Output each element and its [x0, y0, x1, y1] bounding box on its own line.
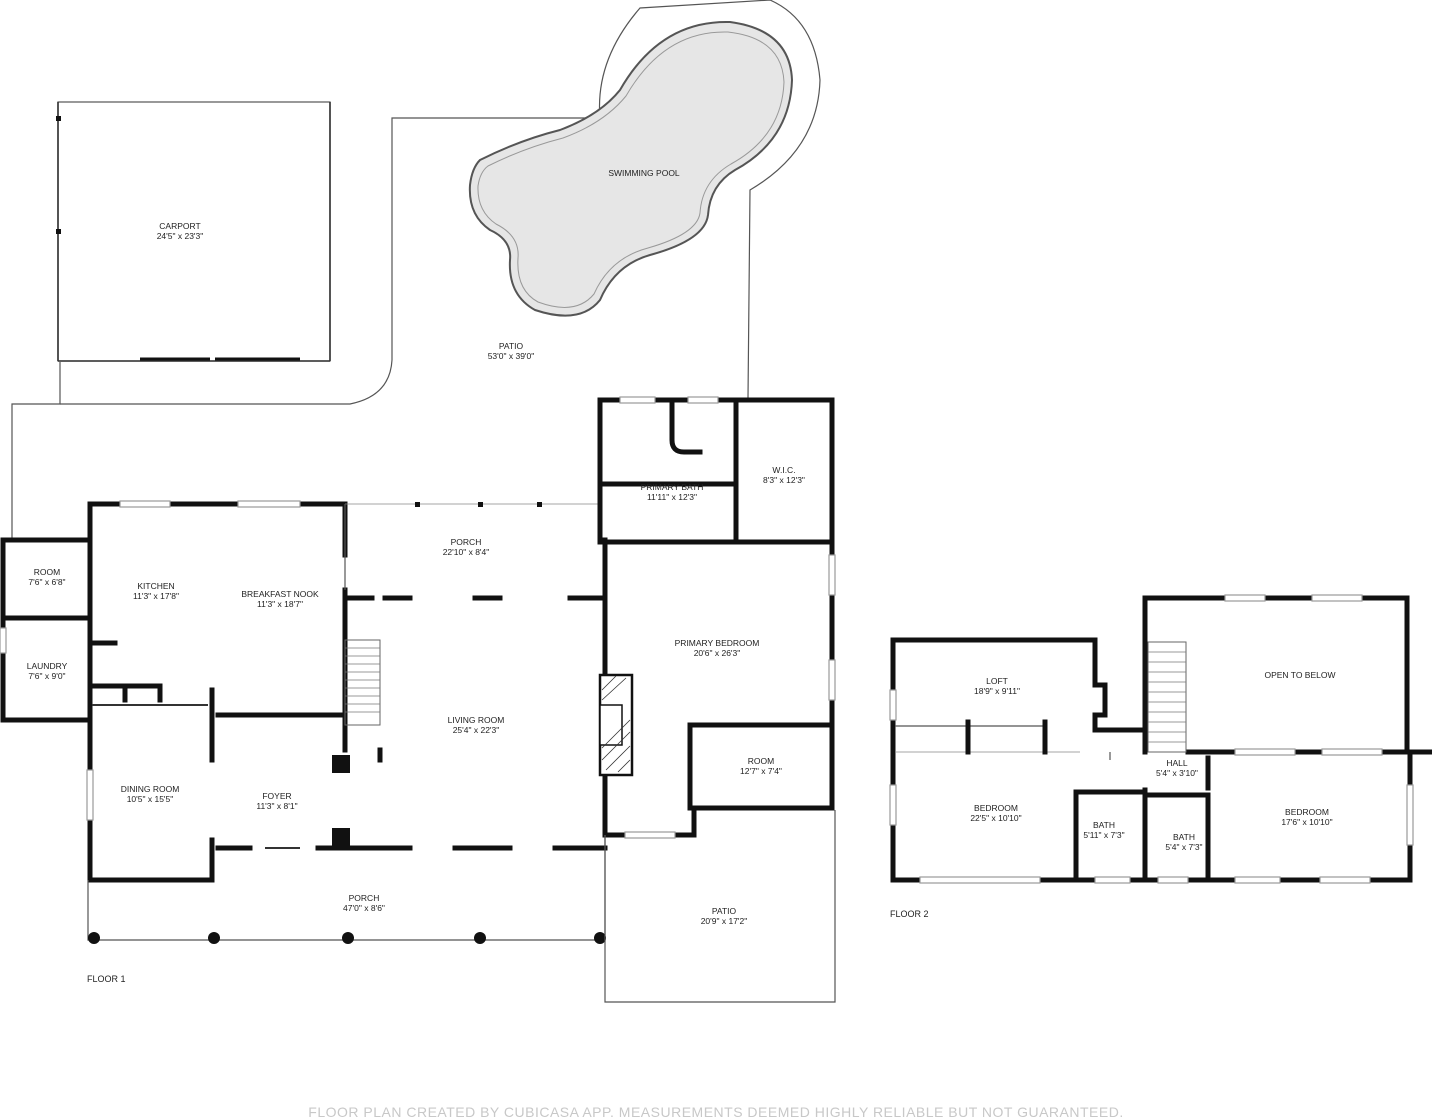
swimming-pool [468, 20, 794, 317]
back-porch-label: PORCH [451, 537, 482, 547]
bath-1-label: BATH [1093, 820, 1115, 830]
floor2-walls [889, 594, 1432, 884]
side-patio [604, 810, 836, 1003]
bedroom-left-label: BEDROOM [974, 803, 1018, 813]
floor1-label: FLOOR 1 [87, 974, 126, 984]
stairs-floor1 [344, 639, 381, 726]
bedroom-left-dims: 22'5" x 10'10" [970, 813, 1021, 823]
bedroom-right-dims: 17'6" x 10'10" [1281, 817, 1332, 827]
foyer-label: FOYER [262, 791, 291, 801]
primary-bedroom-dims: 20'6" x 26'3" [694, 648, 741, 658]
back-porch [344, 502, 542, 590]
front-porch [87, 835, 606, 944]
laundry-dims: 7'6" x 9'0" [28, 671, 65, 681]
wic-dims: 8'3" x 12'3" [763, 475, 805, 485]
carport-label: CARPORT [159, 221, 200, 231]
footer-disclaimer: FLOOR PLAN CREATED BY CUBICASA APP. MEAS… [308, 1104, 1123, 1120]
kitchen-label: KITCHEN [137, 581, 174, 591]
bedroom-right-label: BEDROOM [1285, 807, 1329, 817]
stairs-floor2 [1147, 641, 1187, 753]
kitchen-dims: 11'3" x 17'8" [133, 591, 179, 601]
side-patio-label: PATIO [712, 906, 737, 916]
mid-room-label: ROOM [748, 756, 774, 766]
bath-2-label: BATH [1173, 832, 1195, 842]
open-to-below-label: OPEN TO BELOW [1264, 670, 1335, 680]
foyer-dims: 11'3" x 8'1" [256, 801, 297, 811]
primary-bedroom-label: PRIMARY BEDROOM [675, 638, 760, 648]
breakfast-nook-dims: 11'3" x 18'7" [257, 599, 303, 609]
wic-label: W.I.C. [772, 465, 795, 475]
room-labels: CARPORT 24'5" x 23'3" SWIMMING POOL PATI… [27, 168, 1336, 926]
floor2-label: FLOOR 2 [890, 909, 929, 919]
hall-dims: 5'4" x 3'10" [1156, 768, 1198, 778]
dining-room-dims: 10'5" x 15'5" [127, 794, 174, 804]
breakfast-nook-label: BREAKFAST NOOK [241, 589, 319, 599]
pool-label: SWIMMING POOL [608, 168, 680, 178]
primary-bath-dims: 11'11" x 12'3" [647, 492, 697, 502]
back-patio-dims: 53'0" x 39'0" [488, 351, 535, 361]
front-porch-dims: 47'0" x 8'6" [343, 903, 385, 913]
front-porch-label: PORCH [349, 893, 380, 903]
carport-area [56, 101, 331, 362]
dining-room-label: DINING ROOM [121, 784, 180, 794]
carport-dims: 24'5" x 23'3" [157, 231, 204, 241]
back-porch-dims: 22'10" x 8'4" [443, 547, 490, 557]
mid-room-dims: 12'7" x 7'4" [740, 766, 782, 776]
small-room-dims: 7'6" x 6'8" [28, 577, 65, 587]
back-patio-label: PATIO [499, 341, 524, 351]
small-room-label: ROOM [34, 567, 60, 577]
primary-bath-label: PRIMARY BATH [641, 482, 704, 492]
floor1-walls [0, 396, 836, 883]
loft-dims: 18'9" x 9'11" [974, 686, 1020, 696]
living-room-label: LIVING ROOM [448, 715, 505, 725]
back-patio-outline [11, 0, 821, 540]
laundry-label: LAUNDRY [27, 661, 68, 671]
bath-1-dims: 5'11" x 7'3" [1083, 830, 1124, 840]
fireplace [598, 673, 634, 777]
loft-label: LOFT [986, 676, 1008, 686]
living-room-dims: 25'4" x 22'3" [453, 725, 500, 735]
hall-label: HALL [1166, 758, 1188, 768]
bath-2-dims: 5'4" x 7'3" [1165, 842, 1202, 852]
side-patio-dims: 20'9" x 17'2" [701, 916, 748, 926]
